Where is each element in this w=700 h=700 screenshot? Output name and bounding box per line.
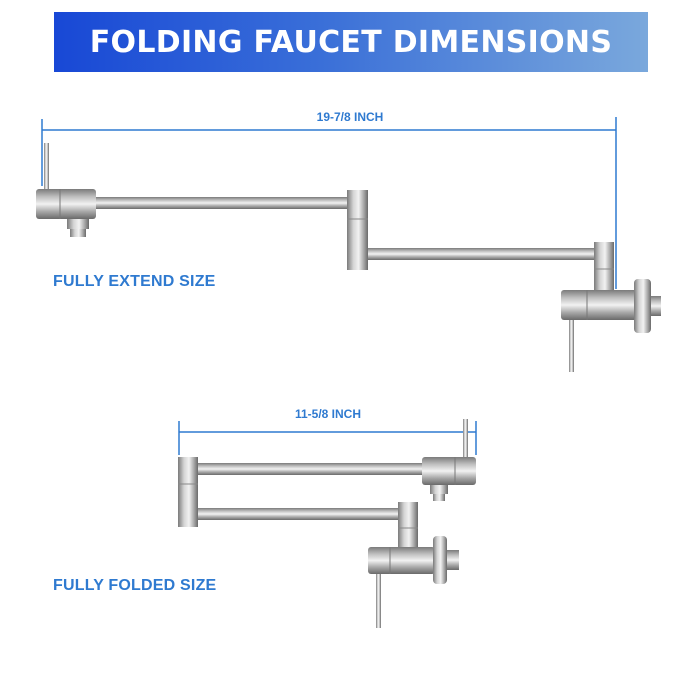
extended-dimension-line bbox=[41, 117, 617, 289]
page-title: FOLDING FAUCET DIMENSIONS bbox=[89, 24, 613, 60]
extended-faucet bbox=[36, 143, 661, 372]
title-banner: FOLDING FAUCET DIMENSIONS bbox=[54, 12, 648, 72]
folded-faucet bbox=[178, 419, 476, 628]
extended-dimension-label: 19-7/8 INCH bbox=[316, 110, 384, 124]
folded-caption: FULLY FOLDED SIZE bbox=[53, 577, 217, 594]
folded-dimension-line bbox=[178, 421, 477, 455]
folded-dimension-label: 11-5/8 INCH bbox=[294, 407, 362, 421]
extended-caption: FULLY EXTEND SIZE bbox=[53, 273, 216, 290]
